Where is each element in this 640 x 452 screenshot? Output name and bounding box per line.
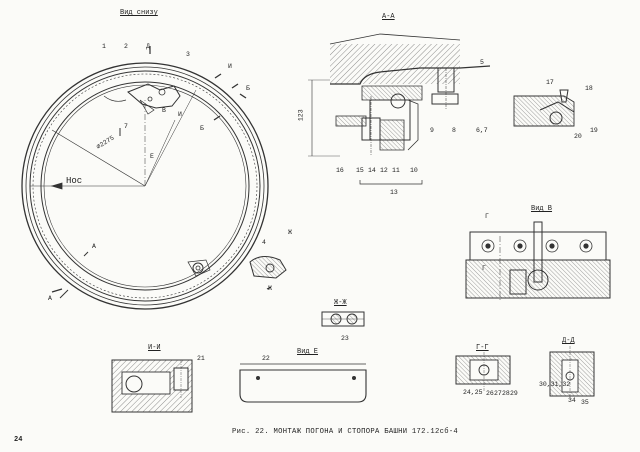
marker-a: А xyxy=(92,243,96,250)
view-title-bottom: Вид снизу xyxy=(120,9,158,17)
callout-17: 17 xyxy=(546,79,554,86)
page-number: 24 xyxy=(14,436,23,444)
view-title-e: Вид Е xyxy=(297,348,319,356)
section-gg xyxy=(455,352,511,392)
marker-v: В xyxy=(162,107,166,114)
callout-2: 2 xyxy=(124,43,128,50)
view-title-ii: И-И xyxy=(148,344,161,352)
callout-27: 27 xyxy=(494,390,502,397)
callout-22: 22 xyxy=(262,355,270,362)
callout-21: 21 xyxy=(197,355,205,362)
marker-g2: Г xyxy=(482,265,486,272)
marker-i2: И xyxy=(178,111,182,118)
callout-34: 34 xyxy=(568,397,576,404)
callout-29: 29 xyxy=(510,390,518,397)
view-title-aa: А-А xyxy=(382,13,395,21)
marker-7: 7 xyxy=(124,123,128,130)
callout-15: 15 xyxy=(356,167,364,174)
section-ii xyxy=(111,359,193,413)
callout-10: 10 xyxy=(410,167,418,174)
callout-13: 13 xyxy=(390,189,398,196)
view-title-v: Вид В xyxy=(531,205,553,213)
view-title-dd: Д-Д xyxy=(562,337,575,345)
callout-19: 19 xyxy=(590,127,598,134)
callout-18: 18 xyxy=(585,85,593,92)
marker-e: Е xyxy=(150,153,154,160)
view-title-zhzh: Ж-Ж xyxy=(334,299,347,307)
turret-ring-view xyxy=(21,46,272,310)
view-e xyxy=(239,363,367,403)
view-title-gg: Г-Г xyxy=(476,344,489,352)
marker-zh2: Ж xyxy=(268,285,272,292)
marker-d: Д xyxy=(146,43,150,50)
marker-b2: Б xyxy=(200,125,204,132)
callout-8: 8 xyxy=(452,127,456,134)
section-zhzh xyxy=(321,311,365,327)
callout-23: 23 xyxy=(341,335,349,342)
callout-14: 14 xyxy=(368,167,376,174)
callout-6-7: 6,7 xyxy=(476,127,488,134)
callout-1: 1 xyxy=(102,43,106,50)
section-aa-view xyxy=(308,33,491,185)
figure-caption: Рис. 22. МОНТАЖ ПОГОНА И СТОПОРА БАШНИ 1… xyxy=(232,428,459,436)
callout-26: 26 xyxy=(486,390,494,397)
dimension-123: 123 xyxy=(297,109,305,122)
callout-11: 11 xyxy=(392,167,400,174)
callout-20: 20 xyxy=(574,133,582,140)
detail-17-20 xyxy=(513,89,575,127)
marker-a2: А xyxy=(48,295,52,302)
callout-24-25: 24,25 xyxy=(463,389,483,396)
view-v xyxy=(465,221,611,300)
callout-5: 5 xyxy=(480,59,484,66)
nose-label: Нос xyxy=(66,176,83,186)
section-dd xyxy=(549,346,595,400)
callout-4: 4 xyxy=(262,239,266,246)
callout-30-32: 30,31,32 xyxy=(539,381,571,388)
callout-28: 28 xyxy=(502,390,510,397)
callout-35: 35 xyxy=(581,399,589,406)
marker-g: Г xyxy=(485,213,489,220)
callout-3: 3 xyxy=(186,51,190,58)
marker-b: Б xyxy=(246,85,250,92)
marker-i: И xyxy=(228,63,232,70)
callout-16: 16 xyxy=(336,167,344,174)
detail-4 xyxy=(249,256,287,279)
marker-zh: Ж xyxy=(288,229,292,236)
callout-12: 12 xyxy=(380,167,388,174)
callout-9: 9 xyxy=(430,127,434,134)
